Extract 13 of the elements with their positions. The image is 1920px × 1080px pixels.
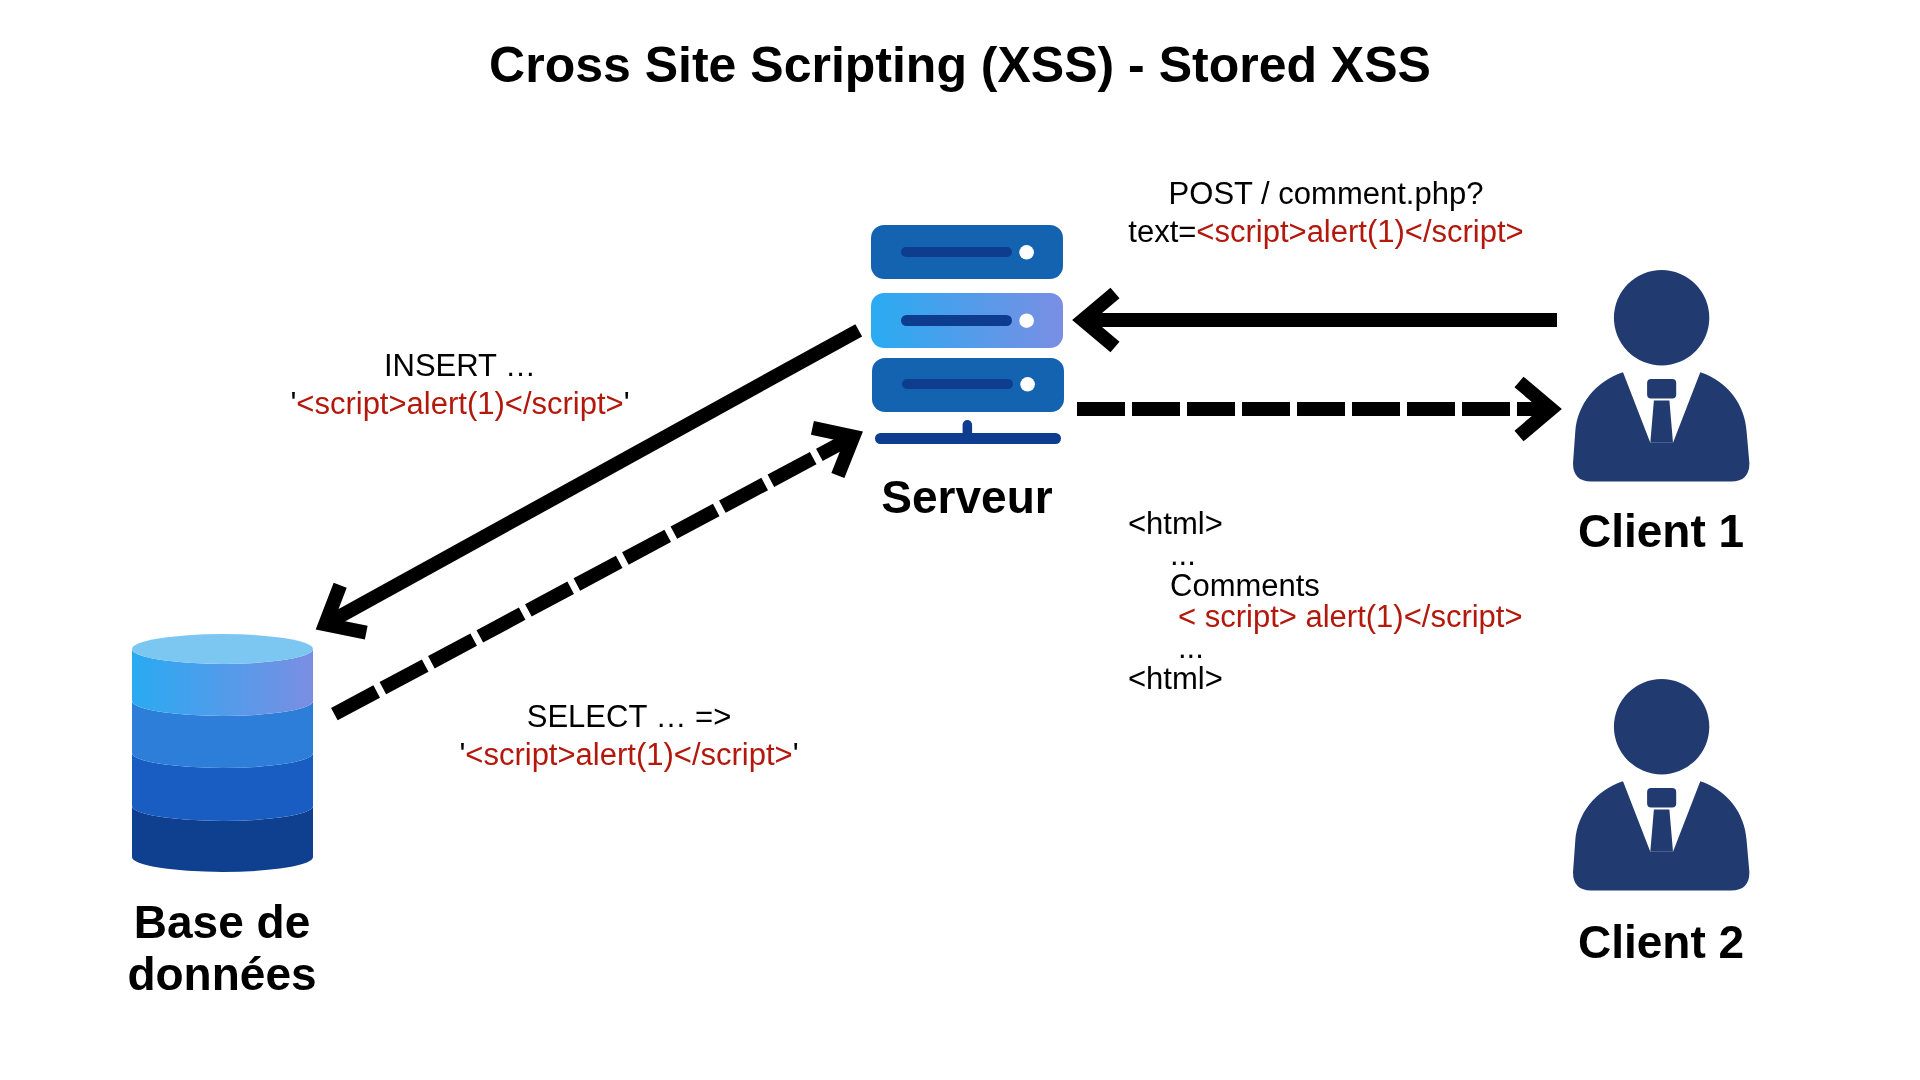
code-text: Comments (1170, 570, 1320, 601)
node-label: Client 1 (1577, 508, 1745, 554)
node-label: Serveur (881, 474, 1053, 520)
arrow (318, 324, 863, 640)
ellipsis-text: ... (1178, 632, 1204, 663)
code-text: <html> (1128, 663, 1223, 694)
code-text: < script> alert(1)</script> (1178, 601, 1523, 632)
node-label: Client 2 (1577, 919, 1745, 965)
node-label: Base de données (126, 896, 318, 1000)
dashed-arrow (331, 420, 861, 721)
ellipsis-text: ... (1170, 539, 1196, 570)
code-text: <html> (1128, 508, 1223, 539)
diagram-title: Cross Site Scripting (XSS) - Stored XSS (489, 40, 1431, 90)
